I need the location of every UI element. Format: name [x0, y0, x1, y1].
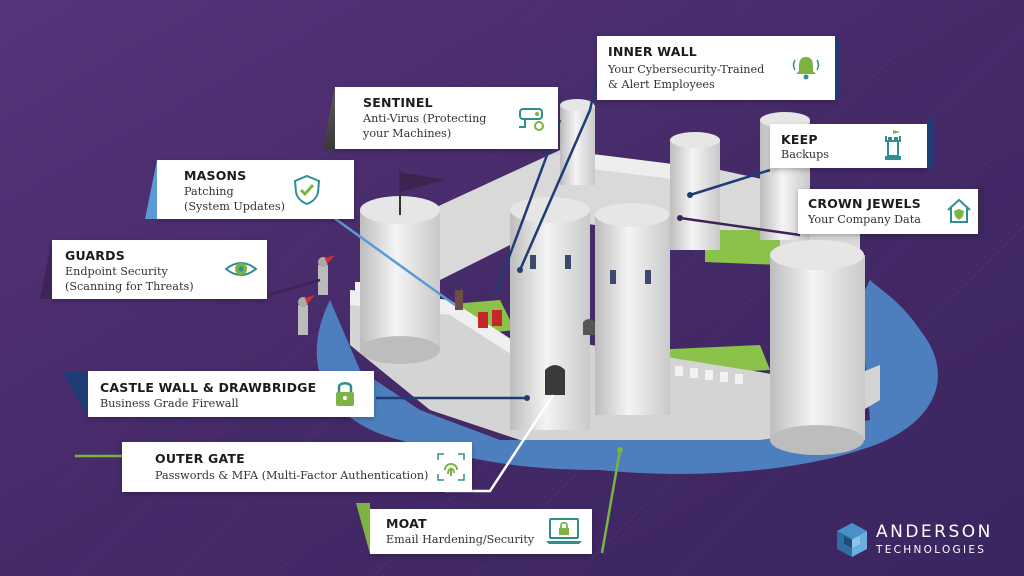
card-description: Your Cybersecurity-Trained& Alert Employ…	[608, 63, 765, 91]
connector-keep	[689, 168, 771, 197]
card-accent	[835, 40, 840, 100]
card-title: MASONS	[184, 168, 247, 183]
card-outer-gate: OUTER GATE Passwords & MFA (Multi-Factor…	[122, 442, 472, 492]
card-accent	[978, 186, 984, 234]
card-description: Business Grade Firewall	[100, 397, 239, 410]
card-moat: MOAT Email Hardening/Security	[356, 503, 592, 554]
fingerprint-icon	[437, 453, 465, 481]
logo-name: ANDERSON	[876, 522, 993, 542]
card-inner-wall: INNER WALL Your Cybersecurity-Trained& A…	[597, 36, 840, 100]
card-title: OUTER GATE	[155, 451, 245, 466]
knight-figures	[298, 255, 502, 335]
eye-icon	[224, 262, 258, 276]
card-description: Patching(System Updates)	[184, 185, 286, 213]
connector-masons	[322, 208, 456, 307]
bell-icon	[792, 57, 820, 80]
card-accent	[927, 120, 933, 168]
company-logo: ANDERSON TECHNOLOGIES	[836, 522, 1006, 562]
cube-logo-icon	[837, 523, 867, 557]
logo-subtitle: TECHNOLOGIES	[876, 544, 987, 556]
card-title: CROWN JEWELS	[808, 196, 921, 211]
connector-moat	[600, 449, 622, 554]
card-guards: GUARDS Endpoint Security(Scanning for Th…	[40, 240, 267, 299]
card-title: CASTLE WALL & DRAWBRIDGE	[100, 380, 317, 395]
right-tower	[770, 240, 865, 455]
security-camera-icon	[519, 108, 544, 131]
chess-rook-icon	[885, 130, 901, 160]
card-description: Your Company Data	[808, 213, 921, 226]
card-title: KEEP	[781, 132, 818, 147]
left-tower	[360, 196, 440, 364]
card-description: Endpoint Security(Scanning for Threats)	[65, 265, 194, 293]
card-description: Backups	[781, 148, 830, 161]
gatehouse-tower-left	[510, 197, 590, 430]
house-shield-icon	[947, 198, 971, 223]
card-keep: KEEP Backups	[770, 120, 933, 168]
card-title: SENTINEL	[363, 95, 433, 110]
connector-guards	[264, 278, 321, 298]
card-description: Email Hardening/Security	[386, 533, 535, 546]
keep-tower	[670, 132, 720, 250]
card-title: GUARDS	[65, 248, 125, 263]
shield-check-icon	[293, 174, 321, 206]
connector-sentinel	[493, 119, 562, 296]
card-title: INNER WALL	[608, 44, 697, 59]
card-masons: MASONS Patching(System Updates)	[145, 160, 354, 219]
card-castle-wall: CASTLE WALL & DRAWBRIDGE Business Grade …	[62, 371, 374, 417]
padlock-icon	[336, 382, 354, 406]
back-left-tower	[560, 99, 595, 185]
laptop-lock-icon	[546, 518, 582, 544]
card-title: MOAT	[386, 516, 427, 531]
connector-crown-jewels	[679, 216, 801, 237]
moat-water	[316, 280, 938, 474]
card-crown-jewels: CROWN JEWELS Your Company Data	[798, 186, 984, 234]
card-description: Passwords & MFA (Multi-Factor Authentica…	[155, 469, 429, 482]
gatehouse-tower-right	[595, 203, 670, 415]
